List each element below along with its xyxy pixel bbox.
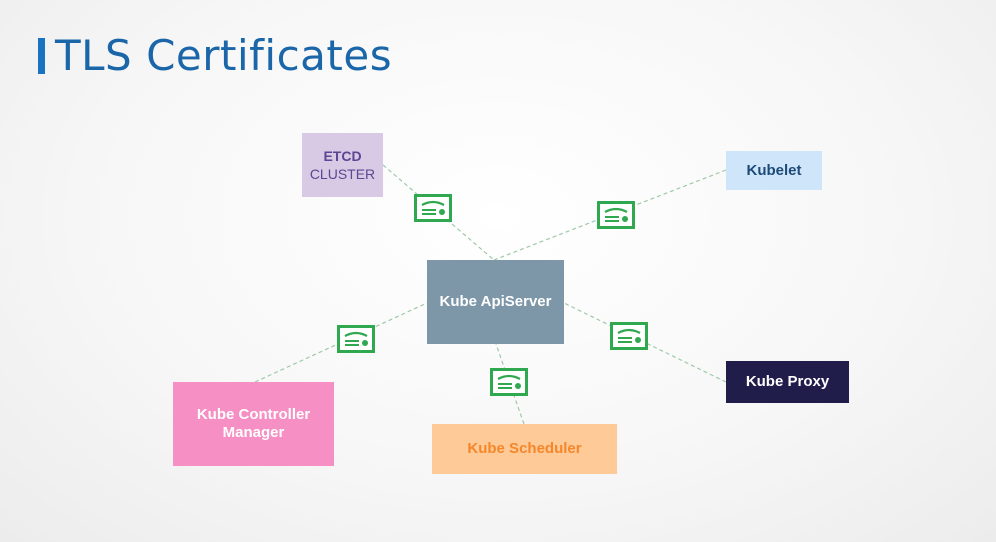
slide-header: TLS Certificates: [38, 34, 392, 78]
kube-scheduler-node: Kube Scheduler: [432, 424, 617, 474]
apiserver-label: Kube ApiServer: [439, 293, 552, 310]
certificate-icon: [610, 322, 648, 350]
etcd-sublabel: CLUSTER: [309, 166, 376, 182]
certificate-icon: [337, 325, 375, 353]
etcd-cluster-node: ETCD CLUSTER: [302, 133, 383, 197]
title-accent-bar: [38, 38, 45, 74]
scheduler-label: Kube Scheduler: [467, 440, 582, 457]
kube-apiserver-node: Kube ApiServer: [427, 260, 564, 344]
kube-proxy-node: Kube Proxy: [726, 361, 849, 403]
certificate-icon: [414, 194, 452, 222]
slide-title: TLS Certificates: [55, 31, 393, 80]
controller-label-line1: Kube Controller: [196, 406, 311, 423]
kubelet-node: Kubelet: [726, 151, 822, 190]
controller-label-line2: Manager: [222, 424, 285, 441]
etcd-label: ETCD: [323, 148, 362, 164]
certificate-icon: [597, 201, 635, 229]
kubelet-label: Kubelet: [746, 161, 802, 179]
kube-controller-manager-node: Kube Controller Manager: [173, 382, 334, 466]
certificate-icon: [490, 368, 528, 396]
proxy-label: Kube Proxy: [745, 373, 830, 390]
link-proxy-apiserver: [563, 302, 727, 383]
